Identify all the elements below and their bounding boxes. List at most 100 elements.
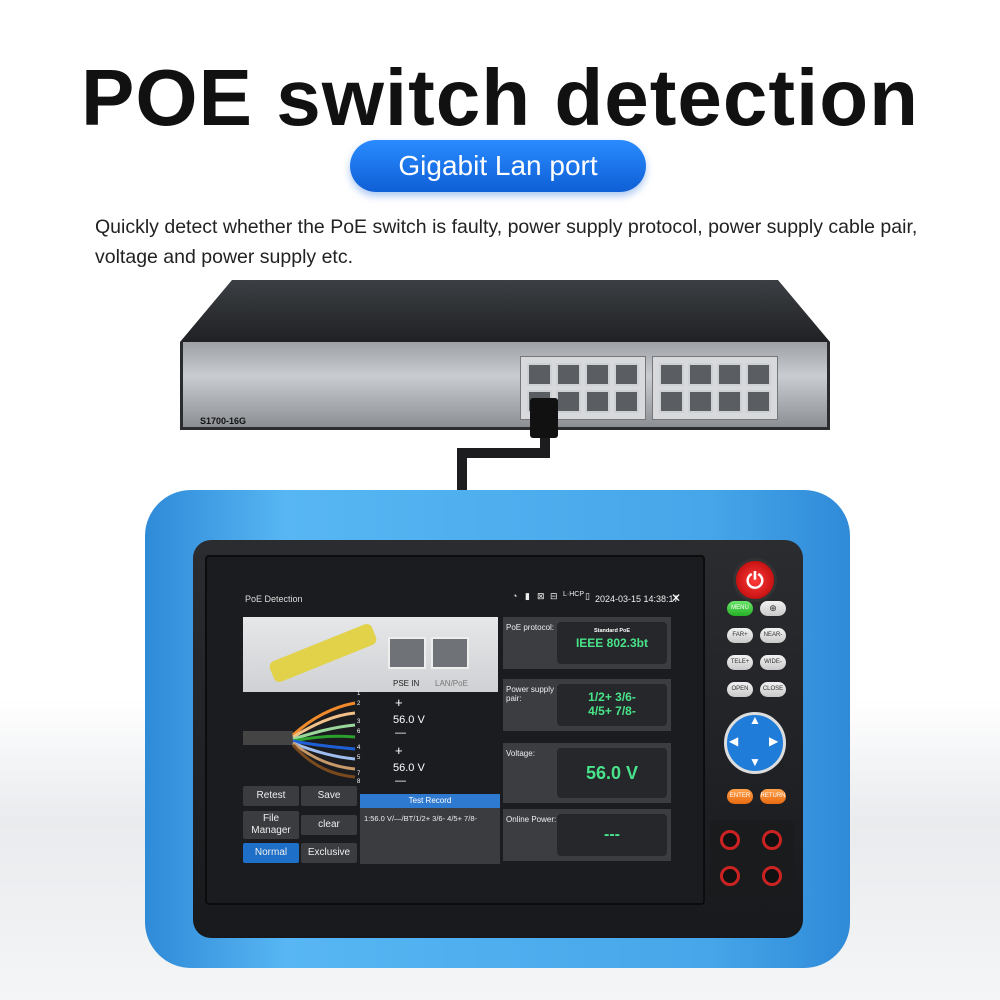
tester-screen: PoE Detection ◔ ▮ ⊠ ⊟ L·HCP ▯ 2024-03-15… (205, 555, 705, 905)
retest-button[interactable]: Retest (243, 786, 299, 806)
pin-label: 4 (357, 745, 361, 751)
voltage-value-box: 56.0 V (557, 748, 667, 798)
switch-model-label: S1700-16G (200, 416, 247, 426)
switch-port (556, 390, 581, 413)
wire-pair-diagram (243, 697, 393, 779)
arrow-down-icon[interactable]: ▼ (749, 755, 761, 769)
exclusive-mode-button[interactable]: Exclusive (301, 843, 357, 863)
voltage-value: 56.0 V (585, 763, 639, 783)
multimeter-jack-panel (710, 820, 794, 898)
switch-port (746, 390, 771, 413)
normal-mode-button[interactable]: Normal (243, 843, 299, 863)
lan-poe-label: LAN/PoE (435, 679, 468, 688)
poe-protocol-sub: Standard PoE (593, 628, 631, 634)
switch-top-cover (180, 280, 830, 342)
switch-port (717, 390, 742, 413)
poe-switch-image: S1700-16G (180, 280, 830, 440)
test-record-header: Test Record (360, 794, 500, 808)
enter-button[interactable]: ENTER (727, 789, 753, 804)
poe-protocol-value: IEEE 802.3bt (575, 636, 649, 650)
switch-port (688, 390, 713, 413)
meter-jack[interactable] (720, 866, 740, 886)
lan-poe-port-image (431, 637, 469, 669)
pse-in-port-image (388, 637, 426, 669)
pair-2-voltage: 56.0 V (393, 762, 425, 774)
network-icon: ⊟ (550, 591, 558, 601)
power-supply-pair-value-box: 1/2+ 3/6- 4/5+ 7/8- (557, 684, 667, 726)
pair-2-plus: + (395, 743, 403, 758)
far-button[interactable]: FAR+ (727, 628, 753, 643)
online-power-label: Online Power: (506, 815, 557, 824)
switch-port (527, 363, 552, 386)
status-datetime: 2024-03-15 14:38:17 (595, 594, 679, 604)
meter-jack[interactable] (762, 866, 782, 886)
pin-label: 8 (357, 779, 361, 785)
screen-title: PoE Detection (245, 594, 303, 604)
test-record-panel[interactable]: Test Record 1:56.0 V/—/BT/1/2+ 3/6- 4/5+… (360, 794, 500, 864)
switch-port (614, 390, 639, 413)
arrow-up-icon[interactable]: ▲ (749, 713, 761, 727)
pin-label: 1 (357, 691, 361, 697)
switch-port (688, 363, 713, 386)
arrow-left-icon[interactable]: ◀ (729, 734, 739, 748)
arrow-right-icon[interactable]: ▶ (769, 734, 779, 748)
page-title: POE switch detection (81, 53, 919, 142)
save-button[interactable]: Save (301, 786, 357, 806)
tele-button[interactable]: TELE+ (727, 655, 753, 670)
switch-port (556, 363, 581, 386)
open-button[interactable]: OPEN (727, 682, 753, 697)
zoom-button[interactable]: ⊕ (760, 601, 786, 616)
switch-port (614, 363, 639, 386)
return-button[interactable]: RETURN (760, 789, 786, 804)
clear-button[interactable]: clear (301, 815, 357, 835)
online-power-value-box: --- (557, 814, 667, 856)
voltage-label: Voltage: (506, 749, 535, 758)
pair-1-minus: — (395, 727, 406, 739)
near-button[interactable]: NEAR- (760, 628, 786, 643)
pin-label: 3 (357, 719, 361, 725)
description-text: Quickly detect whether the PoE switch is… (95, 216, 918, 268)
power-supply-pair-label: Power supply pair: (506, 685, 555, 703)
test-record-entry[interactable]: 1:56.0 V/—/BT/1/2+ 3/6- 4/5+ 7/8- (364, 814, 477, 823)
direction-pad[interactable]: ▲ ▼ ◀ ▶ (724, 712, 786, 774)
meter-jack[interactable] (720, 830, 740, 850)
pin-label: 5 (357, 755, 361, 761)
power-button[interactable]: ⏻ (733, 558, 777, 602)
usb-icon: ⊠ (537, 591, 545, 601)
wire-pair-diagram-svg (243, 701, 356, 779)
wifi-icon: ◔ (512, 591, 518, 601)
switch-port (585, 363, 610, 386)
power-icon: ⏻ (746, 568, 764, 593)
pin-label: 6 (357, 729, 361, 735)
switch-port (659, 390, 684, 413)
close-icon[interactable]: ✕ (671, 591, 682, 605)
switch-port (659, 363, 684, 386)
pair-1-plus: + (395, 695, 403, 710)
menu-button[interactable]: MENU (727, 601, 753, 616)
power-supply-pair-line2: 4/5+ 7/8- (588, 704, 636, 718)
poe-protocol-label: PoE protocol: (506, 623, 555, 632)
switch-ports-9-16 (652, 356, 778, 420)
power-supply-pair-panel: Power supply pair: 1/2+ 3/6- 4/5+ 7/8- (503, 679, 671, 731)
port-photo-panel: PSE IN LAN/PoE (243, 617, 498, 692)
zoom-icon: ⊕ (769, 603, 777, 613)
switch-port (585, 390, 610, 413)
poe-protocol-panel: PoE protocol: Standard PoE IEEE 802.3bt (503, 617, 671, 669)
file-manager-button[interactable]: File Manager (243, 811, 299, 839)
wide-button[interactable]: WIDE- (760, 655, 786, 670)
voltage-panel: Voltage: 56.0 V (503, 743, 671, 803)
pin-label: 2 (357, 701, 361, 707)
online-power-value: --- (604, 826, 620, 843)
online-power-panel: Online Power: --- (503, 809, 671, 861)
poe-cable-plug-image (267, 622, 379, 684)
switch-port (746, 363, 771, 386)
pse-in-label: PSE IN (393, 679, 420, 688)
pair-2-minus: — (395, 775, 406, 787)
dhcp-icon: L·HCP (563, 591, 585, 598)
close-button[interactable]: CLOSE (760, 682, 786, 697)
battery-icon: ▯ (585, 591, 590, 601)
pair-1-voltage: 56.0 V (393, 714, 425, 726)
switch-port (717, 363, 742, 386)
meter-jack[interactable] (762, 830, 782, 850)
poe-protocol-value-box: Standard PoE IEEE 802.3bt (557, 622, 667, 664)
